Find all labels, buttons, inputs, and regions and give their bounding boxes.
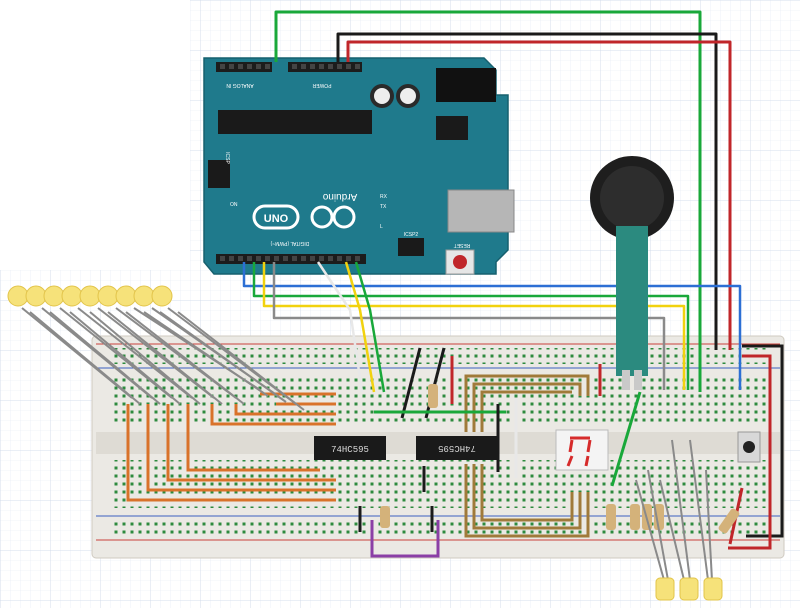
shift-register-2 (416, 436, 498, 460)
push-button-icon (737, 431, 761, 463)
led-icon (79, 285, 101, 307)
left-led-group (7, 285, 305, 411)
resistor-icon (718, 508, 740, 534)
misc-wires (358, 347, 602, 558)
analog-header (216, 62, 272, 72)
led-icon (61, 285, 83, 307)
bottom-led-group (635, 439, 723, 601)
wire-white-digital (316, 261, 364, 393)
analog-in-label: ANALOG IN (226, 82, 254, 88)
reset-label: RESET (454, 242, 471, 248)
led-icon (679, 577, 699, 601)
wire-red-5v (346, 40, 732, 350)
power-header (288, 62, 362, 72)
seven-segment-display-icon (555, 429, 609, 471)
dc-power-jack-icon (436, 68, 496, 102)
digital-wires (242, 261, 742, 393)
chip-2-label: 74HC595 (438, 443, 476, 453)
model-label: UNO (264, 213, 289, 225)
arduino-logo-icon (252, 204, 356, 230)
resistors (380, 384, 740, 534)
chip-1-label: 74HC595 (331, 445, 369, 455)
wire-red-rail (728, 354, 772, 550)
led-icon (97, 285, 119, 307)
resistor-icon (428, 384, 438, 408)
shift-register-1 (314, 436, 386, 460)
wire-yellow-digital (262, 262, 686, 390)
wire-black-gnd (336, 32, 718, 350)
tx-label: TX (380, 204, 387, 210)
chip-group: 74HC595 74HC595 (314, 436, 498, 460)
usb-connector-icon (447, 189, 515, 233)
led-icon (655, 577, 675, 601)
resistor-icon (380, 506, 390, 528)
brown-wires (464, 374, 590, 538)
resistor-icon (606, 504, 616, 530)
resistor-icon (630, 504, 640, 530)
icsp-header-icon (208, 160, 230, 188)
wire-green-digital (252, 262, 690, 390)
led-icon (43, 285, 65, 307)
wire-gray-digital (272, 262, 666, 390)
wire-yellow-latch (344, 261, 376, 393)
resistor-icon (654, 504, 664, 530)
led-icon (151, 285, 173, 307)
led-icon (7, 285, 29, 307)
microcontroller-chip (218, 110, 372, 134)
wire-green-sensor (610, 391, 642, 487)
force-sensing-resistor-icon (590, 156, 674, 390)
rx-label: RX (380, 194, 388, 200)
led-icon (115, 285, 137, 307)
led-icon (133, 285, 155, 307)
on-label: ON (230, 202, 238, 208)
icsp-label: ICSP (224, 152, 230, 164)
digital-label: DIGITAL (PWM~) (270, 240, 309, 246)
led-icon (25, 285, 47, 307)
arduino-board: UNO Arduino ANALOG IN POWER DIGITAL (PWM… (203, 57, 515, 275)
wire-green-analog (274, 10, 702, 392)
voltage-regulator-icon (436, 116, 468, 140)
wire-green-latch (354, 261, 386, 393)
l-label: L (380, 224, 383, 230)
wire-black-rail (742, 344, 784, 538)
orange-wires (126, 392, 336, 502)
icsp2-header-icon (398, 238, 424, 256)
top-wires (274, 10, 732, 392)
led-icon (703, 577, 723, 601)
digital-header (216, 254, 366, 264)
power-label: POWER (312, 82, 331, 88)
icsp2-label: ICSP2 (404, 232, 419, 238)
brand-label: Arduino (322, 191, 357, 202)
wire-blue (242, 262, 742, 390)
